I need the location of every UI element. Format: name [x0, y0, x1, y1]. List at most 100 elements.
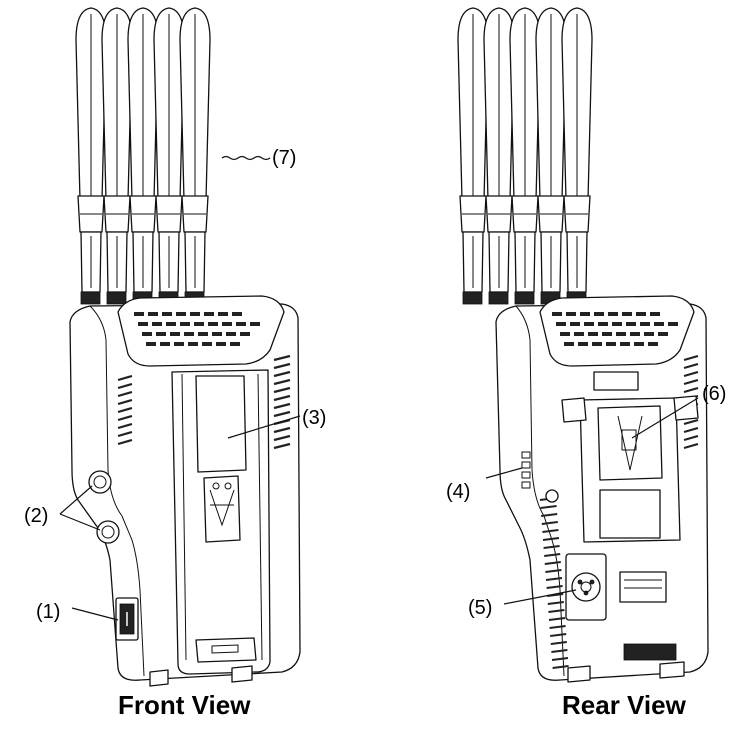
- front-vent-slot: [240, 332, 250, 336]
- rear-vent-slot: [551, 649, 568, 653]
- callout-1: (1): [36, 601, 60, 623]
- front-vent-slot: [142, 332, 152, 336]
- rear-vent-slot: [608, 312, 618, 316]
- rear-xlr-connector: [571, 572, 601, 602]
- rear-vent-slot: [552, 665, 569, 669]
- rear-screw: [545, 489, 559, 503]
- rear-battery-contact: [621, 429, 637, 451]
- rear-led-indicators: [521, 451, 531, 489]
- rear-xlr-ring: [580, 581, 592, 593]
- front-vent-slot: [218, 312, 228, 316]
- rear-antenna: [483, 7, 515, 305]
- rear-vent-slot: [541, 513, 558, 517]
- front-vent-slot: [230, 342, 240, 346]
- rear-vent-slot: [545, 569, 562, 573]
- rear-vent-slot: [564, 342, 574, 346]
- rear-vent-slot: [549, 625, 566, 629]
- front-vent-slot: [273, 394, 291, 402]
- front-vent-slot: [190, 312, 200, 316]
- front-knob-lower: [96, 520, 120, 544]
- rear-vent-slot: [547, 601, 564, 605]
- rear-vent-slot: [683, 362, 699, 370]
- rear-vent-slot: [541, 521, 558, 525]
- rear-vent-slot: [540, 505, 557, 509]
- rear-vent-slot: [602, 332, 612, 336]
- front-vmount-rail-left: [181, 373, 187, 661]
- rear-led-1: [521, 451, 531, 459]
- front-vent-slot: [176, 312, 186, 316]
- front-vent-slot: [273, 426, 291, 434]
- rear-vent-slot: [606, 342, 616, 346]
- front-top-vent-grille: [134, 312, 260, 346]
- rear-vent-slot: [542, 529, 559, 533]
- front-side-edge: [89, 305, 145, 677]
- leader-3: [227, 415, 301, 439]
- front-vent-slot: [273, 410, 291, 418]
- front-antenna: [101, 7, 133, 305]
- callout-labels: (7) (3) (2) (1) (4) (5) (6): [24, 147, 726, 623]
- rear-vent-slot: [634, 342, 644, 346]
- rear-vent-slot: [650, 312, 660, 316]
- rear-vent-slot: [620, 342, 630, 346]
- front-vent-slot: [216, 342, 226, 346]
- rear-vent-slot: [550, 633, 567, 637]
- front-vent-slot: [273, 362, 291, 370]
- front-vent-slot: [250, 322, 260, 326]
- front-vent-slot: [194, 322, 204, 326]
- rear-clip-left: [561, 397, 587, 423]
- rear-vent-slot: [668, 322, 678, 326]
- rear-foot-left: [567, 665, 591, 683]
- rear-vent-slot: [592, 342, 602, 346]
- rear-vent-slot: [654, 322, 664, 326]
- front-pin-2: [224, 482, 232, 490]
- callout-6: (6): [702, 383, 726, 405]
- rear-antenna: [509, 7, 541, 305]
- front-vent-slot: [160, 342, 170, 346]
- rear-vent-slot: [622, 312, 632, 316]
- front-vmount-wedge: [209, 489, 235, 527]
- rear-view-caption: Rear View: [562, 690, 686, 720]
- front-top-cap: [117, 295, 285, 367]
- front-vent-slot: [148, 312, 158, 316]
- front-vmount-rail-right: [257, 373, 263, 661]
- front-knob-lower-inner: [101, 525, 115, 539]
- rear-antenna-array: [457, 7, 593, 305]
- front-vent-slot: [184, 332, 194, 336]
- rear-vent-slot: [630, 332, 640, 336]
- rear-xlr-pin-1: [577, 579, 583, 585]
- front-foot-right: [231, 665, 253, 683]
- front-vent-slot: [152, 322, 162, 326]
- rear-label-window: [593, 371, 639, 391]
- callout-7: (7): [272, 147, 296, 169]
- front-bottom-latch: [195, 637, 257, 663]
- callout-5: (5): [468, 597, 492, 619]
- front-vent-slot: [273, 378, 291, 386]
- front-knob-upper-inner: [93, 475, 107, 489]
- rear-vent-slot: [544, 553, 561, 557]
- front-vent-slot: [146, 342, 156, 346]
- rear-vent-slot: [683, 378, 699, 386]
- leader-5: [503, 589, 577, 605]
- rear-vent-slot: [612, 322, 622, 326]
- front-vent-slot: [117, 430, 133, 438]
- front-vent-slot: [170, 332, 180, 336]
- rear-led-4: [521, 481, 531, 489]
- leader-6: [631, 397, 699, 439]
- rear-vent-slot: [578, 342, 588, 346]
- rear-xlr-pin-2: [589, 579, 595, 585]
- front-vent-slot: [117, 422, 133, 430]
- rear-vent-slot: [683, 426, 699, 434]
- front-vent-slot: [117, 406, 133, 414]
- rear-vent-slot: [580, 312, 590, 316]
- callout-2: (2): [24, 505, 48, 527]
- front-vent-slot: [212, 332, 222, 336]
- front-vent-slot: [156, 332, 166, 336]
- rear-vent-slot: [544, 561, 561, 565]
- rear-vent-slot: [683, 418, 699, 426]
- front-latch-detail: [211, 644, 239, 654]
- front-vent-slot: [117, 438, 133, 446]
- rear-foot-right: [659, 661, 685, 679]
- front-vent-slot: [138, 322, 148, 326]
- leader-1: [71, 607, 119, 621]
- rear-led-2: [521, 461, 531, 469]
